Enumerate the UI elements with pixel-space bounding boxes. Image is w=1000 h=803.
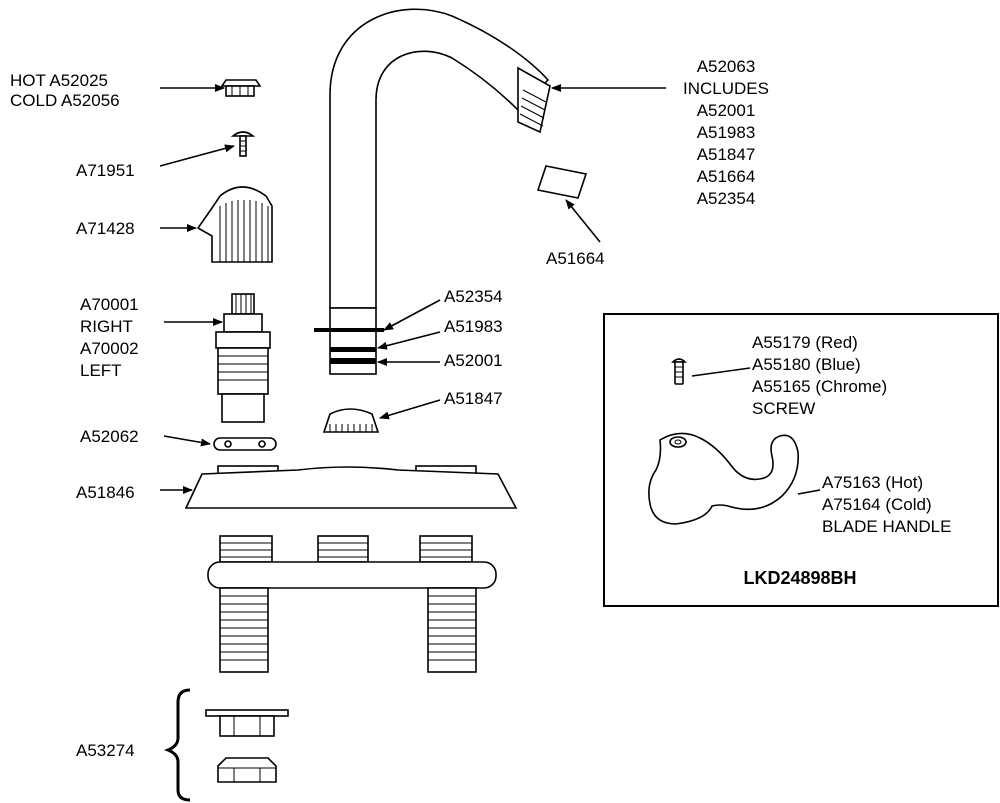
gasket-label: A52062 [80, 427, 139, 446]
cap-label-cold: COLD A52056 [10, 91, 120, 110]
spout-label-5: A51847 [697, 145, 756, 164]
blade-handle-leader [797, 489, 821, 495]
spout-label-6: A51664 [697, 167, 756, 186]
knob-handle-label: A71428 [76, 219, 135, 238]
cartridge-icon [215, 293, 271, 423]
escutcheon-plate-icon [184, 465, 518, 509]
handle-screw-label: A71951 [76, 161, 135, 180]
aerator-leader [565, 199, 601, 243]
inset-handle-line-2: A75164 (Cold) [822, 495, 932, 514]
inset-model-number: LKD24898BH [743, 568, 856, 588]
inset-screw-line-1: A55179 (Red) [752, 333, 858, 352]
ring-top-label: A52354 [444, 287, 503, 306]
o-ring-a51983-icon [330, 347, 376, 352]
spout-nut-icon [322, 408, 380, 433]
o-ring-a52354-icon [314, 328, 384, 332]
inset-screw-leader [691, 367, 751, 377]
cap-label-hot: HOT A52025 [10, 71, 108, 90]
escutcheon-label: A51846 [76, 483, 135, 502]
inset-screw-line-3: A55165 (Chrome) [752, 377, 887, 396]
cartridge-label-3: A70002 [80, 339, 139, 358]
mounting-nut-icon [205, 709, 289, 783]
inset-handle-line-1: A75163 (Hot) [822, 473, 923, 492]
spout-label-4: A51983 [697, 123, 756, 142]
spout-label-3: A52001 [697, 101, 756, 120]
cartridge-label-4: LEFT [80, 361, 122, 380]
spout-label-2: INCLUDES [683, 79, 769, 98]
inset-screw-line-2: A55180 (Blue) [752, 355, 861, 374]
spout-nut-leader [379, 399, 441, 420]
inset-screw-icon [671, 358, 687, 385]
nut-kit-label: A53274 [76, 741, 135, 760]
ring-mid-leader [377, 331, 441, 350]
index-cap-icon [220, 79, 262, 97]
inset-handle-line-3: BLADE HANDLE [822, 517, 951, 536]
aerator-icon [536, 165, 588, 199]
handle-screw-leader [159, 144, 235, 167]
gasket-icon [213, 437, 277, 451]
cartridge-label-1: A70001 [80, 295, 139, 314]
knob-handle-icon [196, 186, 273, 263]
spout-label-7: A52354 [697, 189, 756, 208]
ring-low-label: A52001 [444, 351, 503, 370]
nut-kit-brace [163, 688, 191, 802]
ring-top-leader [383, 299, 441, 331]
cartridge-label-2: RIGHT [80, 317, 133, 336]
spout-nut-label: A51847 [444, 389, 503, 408]
aerator-label: A51664 [546, 249, 605, 268]
ring-mid-label: A51983 [444, 317, 503, 336]
o-ring-a52001-icon [330, 358, 376, 364]
gasket-leader [163, 435, 211, 447]
inset-screw-line-4: SCREW [752, 399, 815, 418]
blade-handle-icon [648, 432, 799, 525]
faucet-base-icon [207, 535, 497, 673]
spout-icon [329, 8, 551, 375]
spout-label-1: A52063 [697, 57, 756, 76]
handle-screw-icon [230, 131, 256, 157]
